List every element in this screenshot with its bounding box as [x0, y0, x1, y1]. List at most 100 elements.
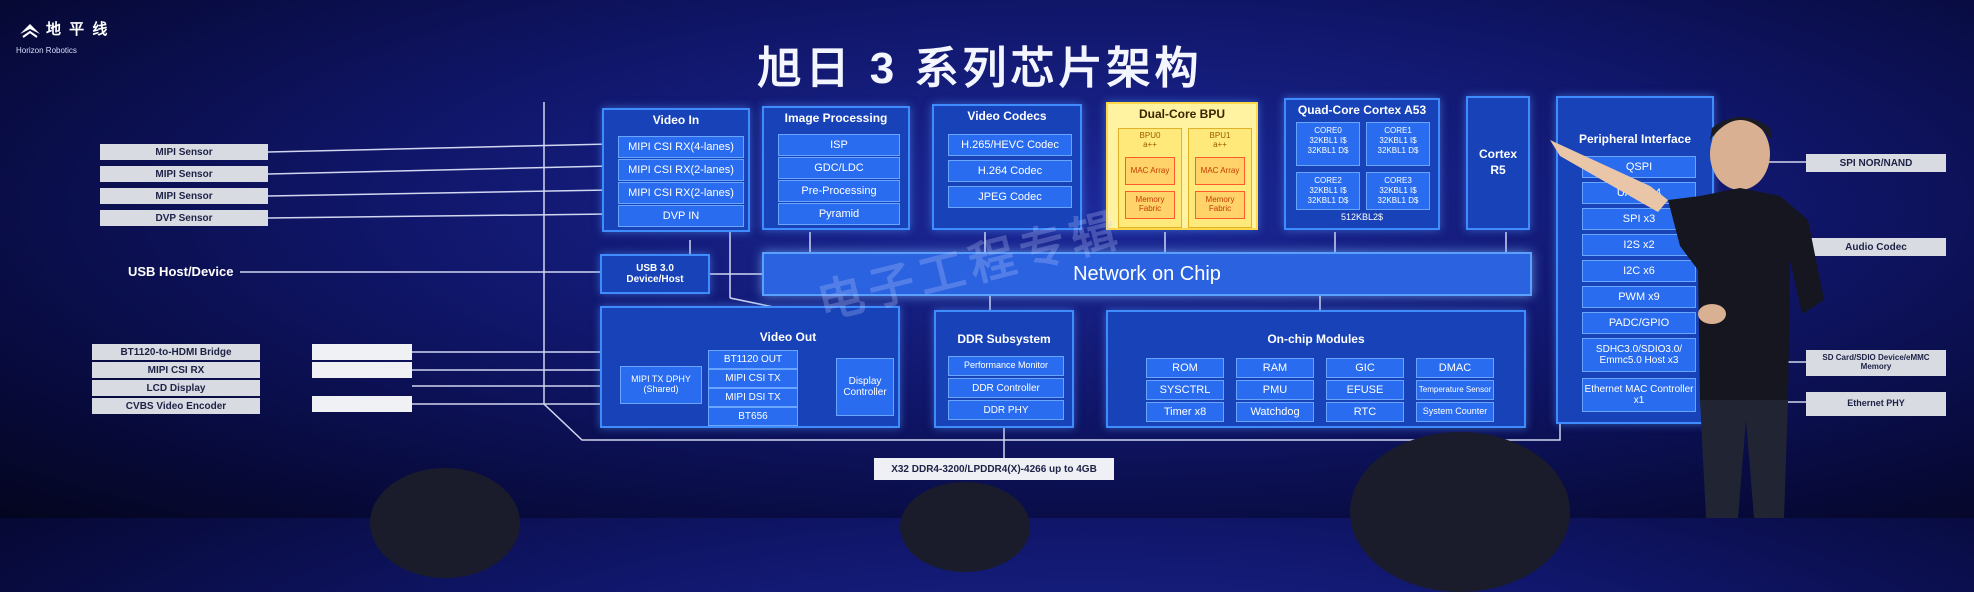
audience-head	[1350, 432, 1570, 592]
video-out-item: BT1120 OUT	[708, 350, 798, 369]
peripheral-title: Peripheral Interface	[1578, 132, 1692, 146]
output-lcd-display: LCD Display	[92, 380, 260, 396]
image-processing-item: GDC/LDC	[778, 157, 900, 179]
bpu-core-name: BPU1	[1209, 131, 1231, 140]
ext-audio-codec: Audio Codec	[1806, 238, 1946, 256]
mipi-tx-dphy: MIPI TX DPHY (Shared)	[620, 366, 702, 404]
onchip-item: EFUSE	[1326, 380, 1404, 400]
ext-sd-card: SD Card/SDIO Device/eMMC Memory	[1806, 350, 1946, 376]
bpu-mac-array: MAC Array	[1195, 157, 1245, 185]
cortex-r5-block: Cortex R5	[1466, 96, 1530, 230]
a53-core-2: CORE2 32KBL1 I$ 32KBL1 D$	[1296, 172, 1360, 210]
output-bt1120-hdmi: BT1120-to-HDMI Bridge	[92, 344, 260, 360]
ddr-subsystem-block: DDR Subsystem Performance Monitor DDR Co…	[934, 310, 1074, 428]
image-processing-item: ISP	[778, 134, 900, 156]
image-processing-block: Image Processing ISP GDC/LDC Pre-Process…	[762, 106, 910, 230]
onchip-title: On-chip Modules	[1267, 332, 1365, 346]
video-codec-item: JPEG Codec	[948, 186, 1072, 208]
output-bt1120-bar	[312, 344, 412, 360]
presenter-figure	[1550, 117, 1824, 518]
video-in-item: MIPI CSI RX(2-lanes)	[618, 159, 744, 181]
wire-mipi-sensor-2	[267, 165, 611, 175]
bpu-title: Dual-Core BPU	[1138, 107, 1225, 121]
core-name: CORE3	[1384, 176, 1412, 185]
wire-mipi-sensor-1	[267, 143, 611, 153]
a53-l2-cache: 512KBL2$	[1340, 212, 1384, 222]
onchip-item: SYSCTRL	[1146, 380, 1224, 400]
input-mipi-sensor-1: MIPI Sensor	[100, 144, 268, 160]
output-mipi-bar	[312, 362, 412, 378]
core-name: CORE2	[1314, 176, 1342, 185]
core-name: CORE0	[1314, 126, 1342, 135]
core-l1i: 32KBL1 I$	[1309, 186, 1347, 195]
peripheral-interface-block: Peripheral Interface QSPI UART x4 SPI x3…	[1556, 96, 1714, 424]
cortex-a53-title: Quad-Core Cortex A53	[1297, 103, 1427, 117]
ddr-item: DDR Controller	[948, 378, 1064, 398]
page-title: 旭日 3 系列芯片架构	[757, 44, 1203, 93]
video-out-block: Video Out MIPI TX DPHY (Shared) BT1120 O…	[600, 306, 900, 428]
output-cvbs-encoder: CVBS Video Encoder	[92, 398, 260, 414]
video-in-item: MIPI CSI RX(4-lanes)	[618, 136, 744, 158]
onchip-item: RTC	[1326, 402, 1404, 422]
core-l1d: 32KBL1 D$	[1307, 196, 1349, 205]
usb3-line2: Device/Host	[626, 274, 684, 285]
wire-mipi-sensor-3	[267, 189, 611, 197]
video-out-item: MIPI DSI TX	[708, 388, 798, 407]
horizon-logo-icon	[20, 24, 40, 38]
ddr-subsystem-title: DDR Subsystem	[957, 332, 1051, 346]
bpu-core-sub: a++	[1143, 140, 1157, 150]
onchip-item: Timer x8	[1146, 402, 1224, 422]
usb3-line1: USB 3.0	[636, 262, 674, 274]
image-processing-item: Pyramid	[778, 203, 900, 225]
core-l1i: 32KBL1 I$	[1379, 136, 1417, 145]
peripheral-item: SDHC3.0/SDIO3.0/ Emmc5.0 Host x3	[1582, 338, 1696, 372]
video-out-item: MIPI CSI TX	[708, 369, 798, 388]
ddr-item: Performance Monitor	[948, 356, 1064, 376]
core-name: CORE1	[1384, 126, 1412, 135]
audience-head	[900, 482, 1030, 572]
output-cvbs-bar	[312, 396, 412, 412]
video-in-item: MIPI CSI RX(2-lanes)	[618, 182, 744, 204]
usb-host-label: USB Host/Device	[128, 264, 234, 279]
core-l1d: 32KBL1 D$	[1307, 146, 1349, 155]
peripheral-item: I2C x6	[1582, 260, 1696, 282]
logo-text-en: Horizon Robotics	[16, 46, 77, 55]
video-codec-item: H.265/HEVC Codec	[948, 134, 1072, 156]
network-on-chip: Network on Chip	[762, 252, 1532, 296]
ext-spi-nor-nand: SPI NOR/NAND	[1806, 154, 1946, 172]
video-codecs-title: Video Codecs	[967, 109, 1047, 123]
core-l1d: 32KBL1 D$	[1377, 196, 1419, 205]
video-in-block: Video In MIPI CSI RX(4-lanes) MIPI CSI R…	[602, 108, 750, 232]
peripheral-item: PADC/GPIO	[1582, 312, 1696, 334]
cortex-a53-block: Quad-Core Cortex A53 CORE0 32KBL1 I$ 32K…	[1284, 98, 1440, 230]
onchip-item: DMAC	[1416, 358, 1494, 378]
onchip-modules-block: On-chip Modules ROM RAM GIC DMAC SYSCTRL…	[1106, 310, 1526, 428]
ddr-item: DDR PHY	[948, 400, 1064, 420]
image-processing-item: Pre-Processing	[778, 180, 900, 202]
output-mipi-csi-rx: MIPI CSI RX	[92, 362, 260, 378]
peripheral-item: PWM x9	[1582, 286, 1696, 308]
bpu-core-name: BPU0	[1139, 131, 1161, 140]
onchip-item: PMU	[1236, 380, 1314, 400]
bpu-mac-array: MAC Array	[1125, 157, 1175, 185]
video-codecs-block: Video Codecs H.265/HEVC Codec H.264 Code…	[932, 104, 1082, 230]
peripheral-item: SPI x3	[1582, 208, 1696, 230]
image-processing-title: Image Processing	[784, 111, 888, 125]
wire-dvp-sensor	[267, 213, 611, 219]
input-mipi-sensor-3: MIPI Sensor	[100, 188, 268, 204]
core-l1i: 32KBL1 I$	[1379, 186, 1417, 195]
onchip-item: RAM	[1236, 358, 1314, 378]
bpu-memory-fabric: Memory Fabric	[1195, 191, 1245, 219]
peripheral-item: Ethernet MAC Controller x1	[1582, 378, 1696, 412]
audience-head	[370, 468, 520, 578]
ext-ethernet-phy: Ethernet PHY	[1806, 392, 1946, 416]
cortex-r5-line2: R5	[1490, 163, 1506, 177]
core-l1i: 32KBL1 I$	[1309, 136, 1347, 145]
onchip-item: Watchdog	[1236, 402, 1314, 422]
a53-core-3: CORE3 32KBL1 I$ 32KBL1 D$	[1366, 172, 1430, 210]
a53-core-1: CORE1 32KBL1 I$ 32KBL1 D$	[1366, 122, 1430, 166]
video-in-item: DVP IN	[618, 205, 744, 227]
video-out-item: BT656	[708, 407, 798, 426]
